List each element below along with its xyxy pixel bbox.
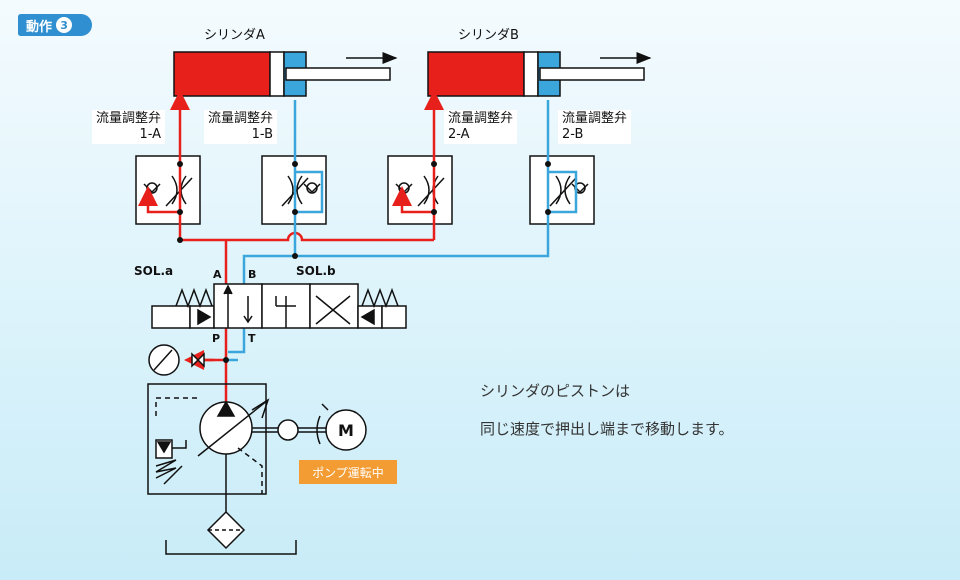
flow-valve-1a-label: 流量調整弁 1-A [92,110,166,144]
port-b-label: B [248,268,257,281]
flow-valve-2b-label: 流量調整弁 2-B [558,110,632,144]
return-lines [228,100,578,362]
flow-valve-2b-symbol [529,155,595,225]
pump-unit-symbol [147,383,367,555]
port-p-label: P [212,332,221,345]
cylinder-b [427,51,652,97]
flow-valve-1a-id: 1-A [139,127,162,142]
cylinder-a-label: シリンダA [204,28,265,43]
flow-valve-2a-title: 流量調整弁 [448,111,514,126]
sol-b-label: SOL.b [296,264,336,278]
flow-valve-1a-title: 流量調整弁 [96,111,162,126]
flow-valve-2a-id: 2-A [448,127,470,142]
flow-valve-2b-id: 2-B [562,127,584,142]
step-badge: 動作 3 [18,14,92,36]
junction-dots [177,161,551,363]
cylinder-b-label: シリンダB [458,28,519,43]
flow-valve-2a-symbol [387,155,453,225]
pump-status-badge: ポンプ運転中 [299,460,397,484]
port-a-label: A [213,268,222,281]
flow-valve-2a-label: 流量調整弁 2-A [444,110,518,144]
flow-valve-1b-id: 1-B [251,127,274,142]
motor-label: M [338,421,354,440]
solenoid-valve-symbol [151,283,407,329]
cylinder-a [173,51,398,97]
description-line-2: 同じ速度で押出し端まで移動します。 [480,420,734,438]
port-t-label: T [248,332,256,345]
flow-valve-1b-label: 流量調整弁 1-B [204,110,278,144]
sol-a-label: SOL.a [134,264,174,278]
flow-valve-1a-symbol [135,155,201,225]
step-badge-label: 動作 [26,19,53,35]
flow-valve-1b-title: 流量調整弁 [208,111,274,126]
pressure-gauge-symbol [148,344,205,376]
flow-valve-2b-title: 流量調整弁 [562,111,628,126]
step-badge-number: 3 [56,17,73,33]
description-line-1: シリンダのピストンは [480,382,631,400]
